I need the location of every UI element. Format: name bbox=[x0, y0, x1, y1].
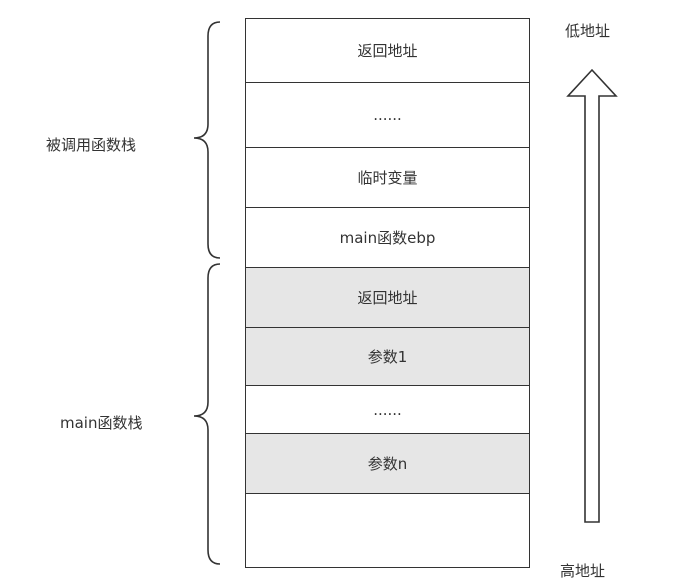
stack-cell-local-vars: 临时变量 bbox=[246, 148, 529, 208]
stack-cell-main-ebp: main函数ebp bbox=[246, 208, 529, 268]
stack-cell-return-address-callee: 返回地址 bbox=[246, 19, 529, 83]
stack-cell-param-n: 参数n bbox=[246, 434, 529, 494]
main-stack-label: main函数栈 bbox=[60, 414, 143, 432]
stack-cell-param-1: 参数1 bbox=[246, 328, 529, 386]
callee-stack-label: 被调用函数栈 bbox=[46, 136, 137, 154]
cell-label: ...... bbox=[373, 400, 402, 419]
stack-frame: 返回地址 ...... 临时变量 main函数ebp 返回地址 参数1 ....… bbox=[245, 18, 530, 568]
stack-cell-ellipsis-main: ...... bbox=[246, 386, 529, 434]
low-address-label: 低地址 bbox=[565, 22, 611, 40]
high-address-label: 高地址 bbox=[560, 562, 606, 580]
callee-brace bbox=[193, 21, 221, 259]
cell-label: ...... bbox=[373, 106, 402, 124]
cell-label: 参数n bbox=[367, 455, 408, 473]
address-direction-arrow-icon bbox=[566, 68, 618, 523]
cell-label: 返回地址 bbox=[357, 289, 418, 307]
stack-cell-ellipsis-callee: ...... bbox=[246, 83, 529, 148]
cell-label: 参数1 bbox=[367, 348, 408, 366]
cell-label: 临时变量 bbox=[357, 169, 418, 187]
stack-cell-return-address-main: 返回地址 bbox=[246, 268, 529, 328]
cell-label: 返回地址 bbox=[357, 42, 418, 60]
main-brace bbox=[193, 263, 221, 565]
cell-label: main函数ebp bbox=[339, 229, 436, 247]
